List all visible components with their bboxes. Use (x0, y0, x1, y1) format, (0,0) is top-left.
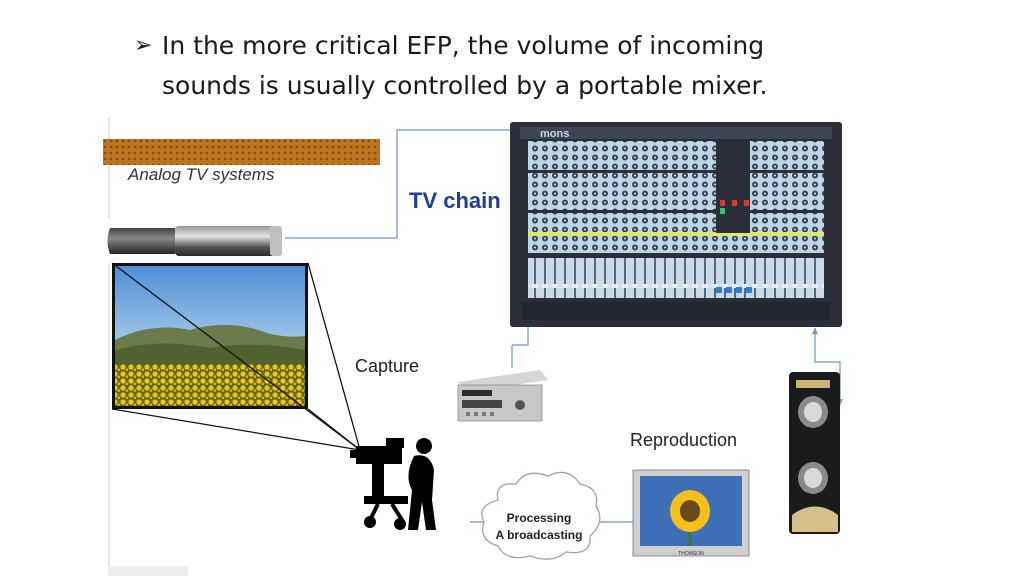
bottom-left-shade (108, 566, 188, 576)
analog-banner (103, 139, 380, 165)
tv-brand-label: THOMSON (678, 551, 704, 557)
capture-lines (111, 262, 361, 451)
processing-cloud (481, 471, 601, 560)
video-recorder-icon (457, 370, 548, 422)
analog-tv-systems-label: Analog TV systems (128, 165, 275, 184)
title-line-1: In the more critical EFP, the volume of … (162, 31, 765, 60)
tv-chain-label: TV chain (409, 188, 501, 213)
processing-line-2: A broadcasting (495, 528, 583, 542)
processing-line-1: Processing (506, 511, 572, 525)
microphone-icon (100, 218, 285, 264)
mixer-brand-label: mons (540, 128, 569, 140)
television-set-icon: THOMSON (632, 469, 750, 557)
remote-control-icon (789, 372, 840, 534)
processing-text: Processing A broadcasting (492, 510, 586, 544)
diagram-left-edge (108, 118, 110, 576)
title-line-2: sounds is usually controlled by a portab… (162, 71, 768, 100)
reproduction-label: Reproduction (630, 430, 738, 450)
sunflower-field-photo (112, 263, 308, 409)
arrow-up-icon (812, 328, 818, 334)
audio-mixer-console: mons (510, 122, 842, 327)
camera-operator-icon (350, 438, 436, 530)
capture-label: Capture (355, 356, 420, 376)
bullet-arrow-icon: ➢ (134, 33, 153, 58)
slide-title: ➢ In the more critical EFP, the volume o… (134, 26, 854, 106)
